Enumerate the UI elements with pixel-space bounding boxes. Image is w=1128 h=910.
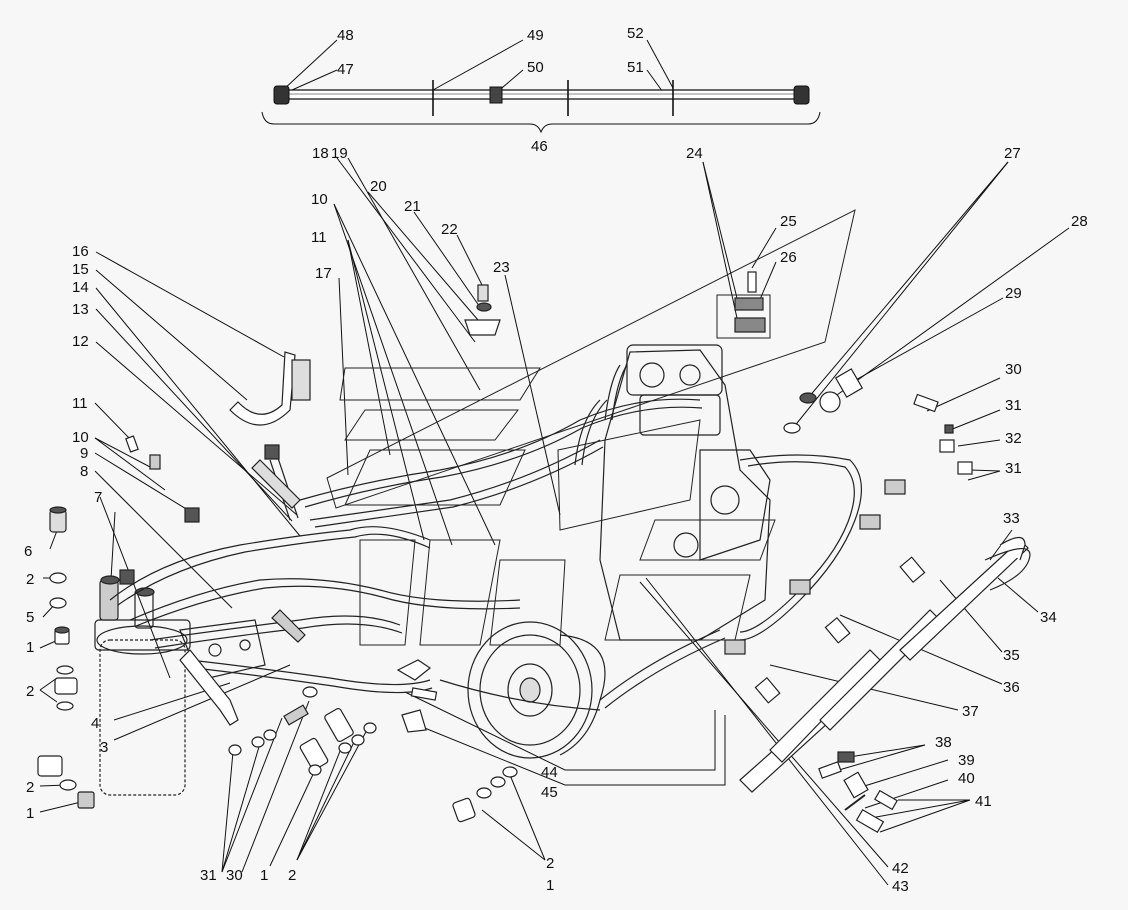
label-1-a: 1 (26, 639, 34, 656)
label-51: 51 (627, 59, 644, 76)
fuel-rail-assembly (261, 80, 821, 134)
label-5: 5 (26, 609, 34, 626)
label-43: 43 (892, 878, 909, 895)
fuel-tubes (109, 364, 863, 711)
label-50: 50 (527, 59, 544, 76)
label-2-b: 2 (26, 683, 34, 700)
label-23: 23 (493, 259, 510, 276)
label-25: 25 (780, 213, 797, 230)
label-19: 19 (331, 145, 348, 162)
label-38: 38 (935, 734, 952, 751)
label-40: 40 (958, 770, 975, 787)
label-7: 7 (94, 489, 102, 506)
label-35: 35 (1003, 647, 1020, 664)
label-36: 36 (1003, 679, 1020, 696)
label-4: 4 (91, 715, 99, 732)
label-22: 22 (441, 221, 458, 238)
label-10-top: 10 (311, 191, 328, 208)
injectors-left (119, 444, 306, 726)
hardware-parts (37, 271, 1031, 834)
fuel-filter (94, 575, 266, 796)
label-46: 46 (531, 138, 548, 155)
label-9: 9 (80, 445, 88, 462)
pulley (467, 621, 606, 759)
label-39: 39 (958, 752, 975, 769)
label-15: 15 (72, 261, 89, 278)
label-31-right-b: 31 (1005, 460, 1022, 477)
label-42: 42 (892, 860, 909, 877)
label-48: 48 (337, 27, 354, 44)
label-37: 37 (962, 703, 979, 720)
label-16: 16 (72, 243, 89, 260)
label-1-d: 1 (546, 877, 554, 894)
label-41: 41 (975, 793, 992, 810)
label-8: 8 (80, 463, 88, 480)
leader-lines (39, 39, 1070, 886)
label-2-e: 2 (546, 855, 554, 872)
label-2-a: 2 (26, 571, 34, 588)
label-6: 6 (24, 543, 32, 560)
label-13: 13 (72, 301, 89, 318)
label-10-left: 10 (72, 429, 89, 446)
label-18: 18 (312, 145, 329, 162)
label-52: 52 (627, 25, 644, 42)
label-47: 47 (337, 61, 354, 78)
label-21: 21 (404, 198, 421, 215)
label-33: 33 (1003, 510, 1020, 527)
callout-labels: 48 47 49 50 52 51 46 18 19 20 21 22 23 1… (24, 25, 1088, 895)
label-26: 26 (780, 249, 797, 266)
label-30-bottom: 30 (226, 867, 243, 884)
label-20: 20 (370, 178, 387, 195)
label-44: 44 (541, 764, 558, 781)
label-11-left: 11 (72, 395, 88, 412)
label-24: 24 (686, 145, 703, 162)
label-49: 49 (527, 27, 544, 44)
injectors-right (724, 479, 1029, 793)
label-29: 29 (1005, 285, 1022, 302)
label-28: 28 (1071, 213, 1088, 230)
label-14: 14 (72, 279, 89, 296)
label-2-d: 2 (288, 867, 296, 884)
label-31-bottom: 31 (200, 867, 217, 884)
engine-block (599, 344, 771, 641)
label-27: 27 (1004, 145, 1021, 162)
label-11-top: 11 (311, 229, 327, 246)
label-30-right: 30 (1005, 361, 1022, 378)
label-12: 12 (72, 333, 89, 350)
label-45: 45 (541, 784, 558, 801)
label-1-b: 1 (26, 805, 34, 822)
label-2-c: 2 (26, 779, 34, 796)
label-17: 17 (315, 265, 332, 282)
label-31-right: 31 (1005, 397, 1022, 414)
label-3: 3 (100, 739, 108, 756)
label-34: 34 (1040, 609, 1057, 626)
label-1-c: 1 (260, 867, 268, 884)
label-32: 32 (1005, 430, 1022, 447)
